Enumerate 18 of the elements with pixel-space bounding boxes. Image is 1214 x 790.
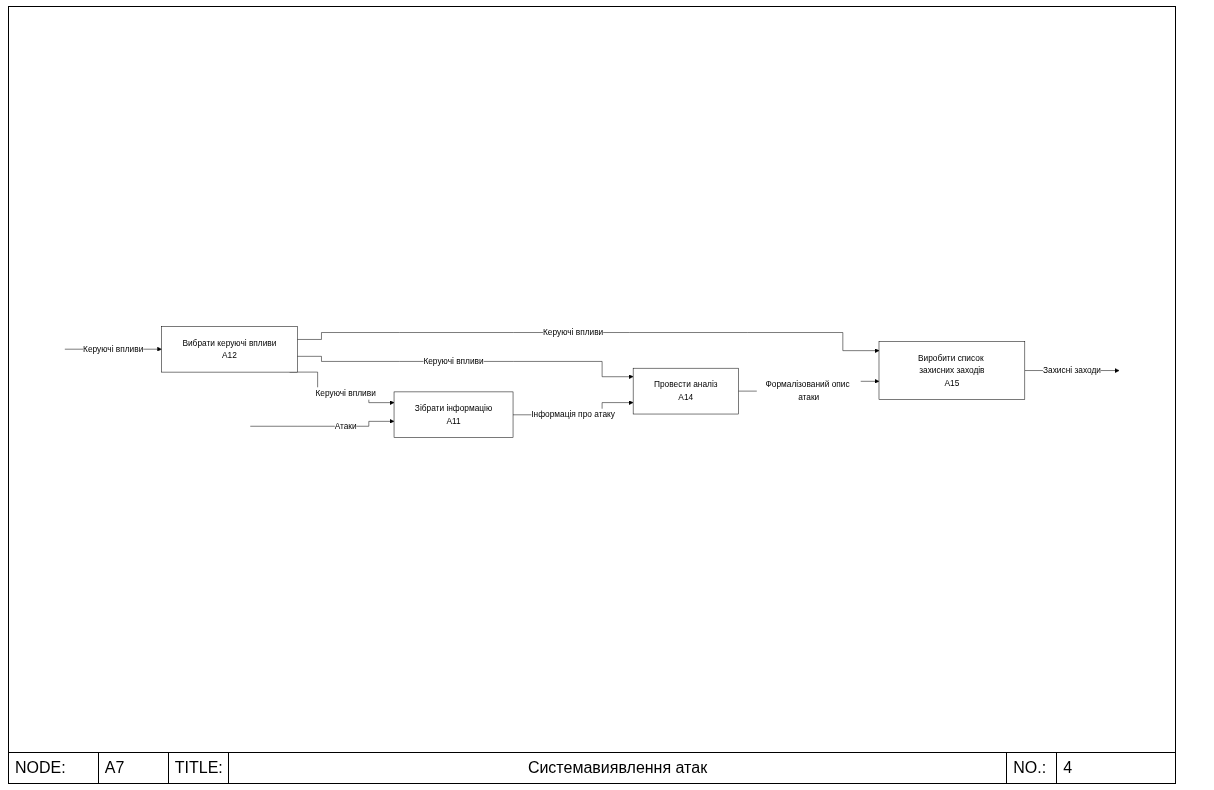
edge-label: Захисні заходи: [1043, 365, 1101, 375]
edge-label: Формалізований опис атаки: [765, 380, 850, 402]
node-box: Зібрати інформацію A11: [393, 391, 514, 438]
edge-label: Керуючі впливи: [83, 344, 144, 354]
edge-label: Керуючі впливи: [423, 356, 484, 366]
field-label: NO.:: [1013, 759, 1047, 777]
edge-label: Керуючі впливи: [315, 388, 376, 398]
field-label: NODE:: [15, 759, 66, 777]
field-label: TITLE:: [174, 759, 223, 777]
edge-label: Атаки: [334, 421, 357, 431]
node-box: Провести аналіз A14: [632, 367, 739, 415]
field-value: A7: [104, 759, 125, 777]
field-value: 4: [1063, 759, 1073, 777]
edge-label: Інформація про атаку: [531, 410, 615, 419]
node-box: Вибрати керуючі впливи A12: [161, 326, 298, 373]
edge-label: Керуючі впливи: [542, 327, 604, 337]
field-value: Системавиявлення атак: [527, 759, 708, 777]
node-box: Виробити список захисних заходів A15: [878, 341, 1026, 400]
